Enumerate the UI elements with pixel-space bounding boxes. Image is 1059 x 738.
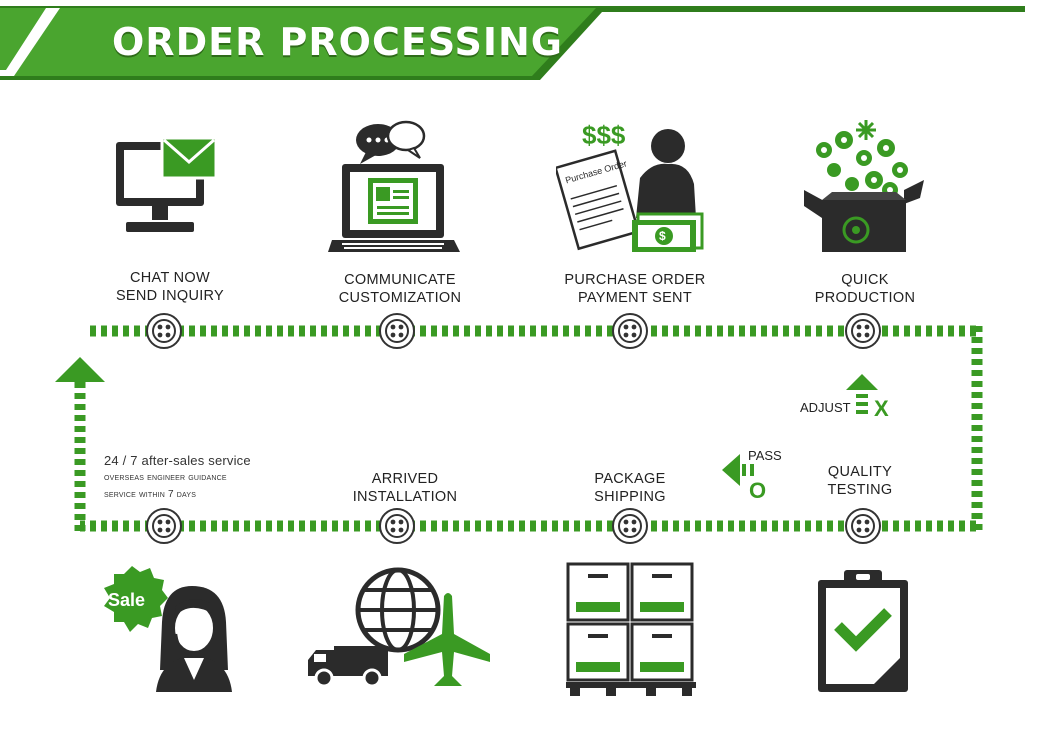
step-communicate-line2: CUSTOMIZATION	[338, 290, 462, 306]
up-arrow-icon	[846, 374, 878, 414]
node-after-sales	[146, 508, 182, 544]
adjust-mark: X	[874, 396, 889, 421]
node-installation	[379, 508, 415, 544]
after-sales-line3: service within 7 days	[104, 489, 197, 500]
after-sales-text: 24 / 7 after-sales service overseas engi…	[104, 452, 251, 503]
stacked-boxes-icon	[566, 562, 696, 696]
support-agent-icon: Sale	[104, 566, 232, 692]
header-banner	[0, 6, 1025, 80]
laptop-chat-icon	[328, 120, 460, 252]
step-production-line1: QUICK	[841, 272, 889, 288]
step-label-communicate: COMMUNICATE CUSTOMIZATION	[325, 271, 475, 307]
step-testing-line1: QUALITY	[827, 464, 893, 480]
production-box-icon	[804, 120, 924, 252]
step-testing-line2: TESTING	[827, 482, 893, 498]
pass-label: PASS	[748, 448, 782, 463]
node-communicate	[379, 313, 415, 349]
dollar-signs: $$$	[582, 120, 626, 150]
step-label-chat: CHAT NOW SEND INQUIRY	[100, 269, 240, 305]
step-label-purchase: PURCHASE ORDER PAYMENT SENT	[550, 271, 720, 307]
clipboard-check-icon	[818, 570, 908, 692]
pass-mark: O	[749, 478, 767, 503]
step-shipping-line1: PACKAGE	[594, 471, 666, 487]
step-shipping-line2: SHIPPING	[594, 489, 666, 505]
left-arrow-icon	[722, 454, 754, 486]
step-communicate-line1: COMMUNICATE	[344, 272, 456, 288]
after-sales-line1: 24 / 7 after-sales service	[104, 453, 251, 468]
step-chat-line1: CHAT NOW	[130, 270, 210, 286]
step-installation-line1: ARRIVED	[371, 471, 439, 487]
after-sales-line2: overseas engineer guidance	[104, 472, 227, 483]
step-label-installation: ARRIVED INSTALLATION	[335, 470, 475, 506]
purchase-payment-icon: $$$ Purchase Order $	[556, 120, 704, 252]
computer-mail-icon	[116, 136, 218, 232]
step-label-testing: QUALITY TESTING	[800, 463, 920, 499]
step-label-shipping: PACKAGE SHIPPING	[570, 470, 690, 506]
step-chat-line2: SEND INQUIRY	[115, 288, 225, 304]
page-title: ORDER PROCESSING	[112, 20, 563, 64]
node-testing	[845, 508, 881, 544]
step-purchase-line1: PURCHASE ORDER	[564, 272, 706, 288]
globe-truck-plane-icon	[308, 567, 490, 688]
step-production-line2: PRODUCTION	[814, 290, 916, 306]
sale-text: Sale	[108, 590, 145, 610]
svg-text:$: $	[659, 229, 666, 243]
step-purchase-line2: PAYMENT SENT	[578, 290, 692, 306]
node-purchase	[612, 313, 648, 349]
adjust-label: ADJUST	[800, 400, 851, 415]
node-chat	[146, 313, 182, 349]
node-shipping	[612, 508, 648, 544]
step-label-production: QUICK PRODUCTION	[795, 271, 935, 307]
step-installation-line2: INSTALLATION	[352, 489, 458, 505]
node-production	[845, 313, 881, 349]
